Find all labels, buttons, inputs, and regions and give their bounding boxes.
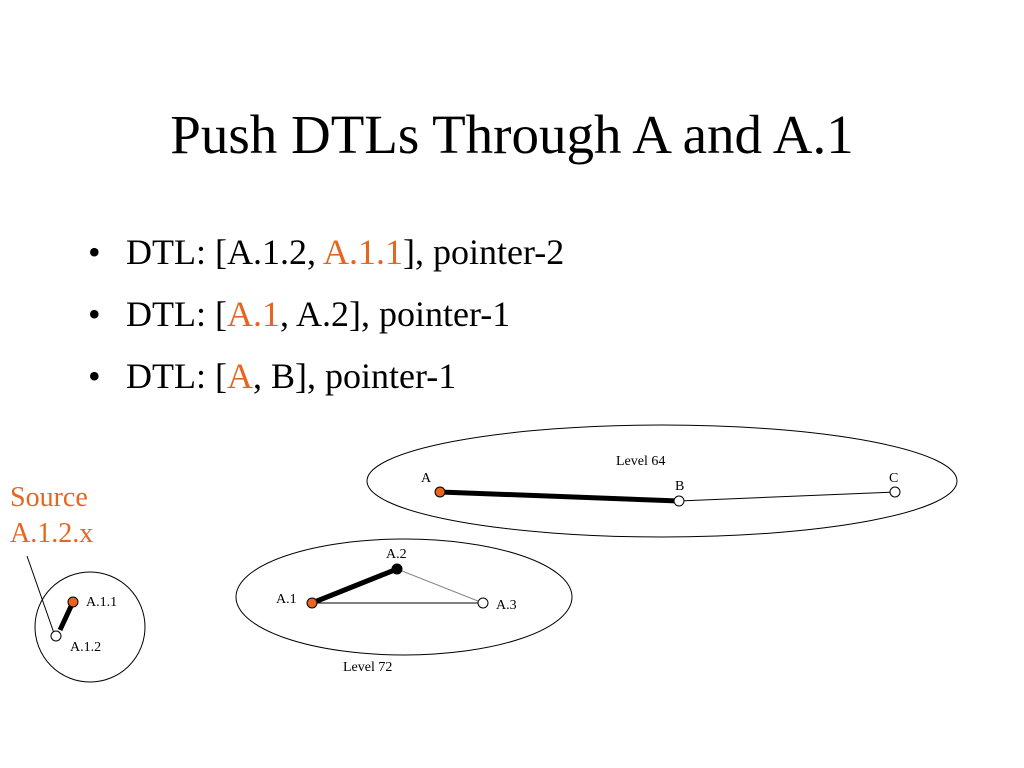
level-72-group-ellipse: [235, 538, 573, 656]
node-c[interactable]: [889, 486, 901, 498]
node-a1[interactable]: [306, 597, 318, 609]
lowest-level-group-circle: [34, 571, 146, 683]
bullet-text-highlight: A: [226, 356, 253, 396]
bullet-text-pre: DTL: [A.1.2,: [126, 232, 323, 272]
node-a2-label: A.2: [386, 547, 407, 562]
node-a1-label: A.1: [276, 592, 297, 607]
bullet-dot: •: [88, 356, 101, 396]
bullet-dot: •: [88, 232, 101, 272]
link-b-c: [678, 491, 896, 502]
dtl-bullet-list: • DTL: [A.1.2, A.1.1], pointer-2 • DTL: …: [88, 232, 564, 418]
node-a12-label: A.1.2: [70, 640, 101, 655]
bullet-dot: •: [88, 294, 101, 334]
source-label-line2: A.1.2.x: [10, 518, 94, 549]
source-label: Source A.1.2.x: [10, 480, 93, 552]
bullet-item: • DTL: [A, B], pointer-1: [88, 356, 564, 418]
bullet-text-highlight: A.1: [226, 294, 280, 334]
slide-title: Push DTLs Through A and A.1: [170, 104, 854, 165]
node-b[interactable]: [673, 495, 685, 507]
bullet-text-highlight: A.1.1: [322, 232, 403, 272]
link-a-b: [439, 489, 680, 504]
node-a11-label: A.1.1: [86, 595, 117, 610]
level-64-group-ellipse: [366, 424, 958, 538]
node-a2[interactable]: [391, 563, 403, 575]
node-a12[interactable]: [50, 630, 62, 642]
bullet-item: • DTL: [A.1, A.2], pointer-1: [88, 294, 564, 356]
bullet-text-post: , B], pointer-1: [252, 356, 457, 396]
bullet-text-post: , A.2], pointer-1: [279, 294, 511, 334]
node-c-label: C: [889, 471, 898, 486]
source-label-line1: Source: [10, 482, 88, 513]
node-b-label: B: [675, 479, 684, 494]
bullet-text-post: ], pointer-2: [402, 232, 565, 272]
level-72-label: Level 72: [343, 660, 392, 675]
link-a2-a3: [396, 568, 484, 604]
node-a-label: A: [421, 471, 432, 486]
bullet-text-pre: DTL: [: [126, 294, 227, 334]
node-a11[interactable]: [67, 596, 79, 608]
node-a3[interactable]: [477, 597, 489, 609]
node-a3-label: A.3: [496, 598, 517, 613]
bullet-text-pre: DTL: [: [126, 356, 227, 396]
bullet-item: • DTL: [A.1.2, A.1.1], pointer-2: [88, 232, 564, 294]
link-a1-a2: [311, 566, 398, 606]
level-64-label: Level 64: [616, 454, 665, 469]
node-a[interactable]: [434, 486, 446, 498]
source-pointer-line: [26, 555, 56, 637]
